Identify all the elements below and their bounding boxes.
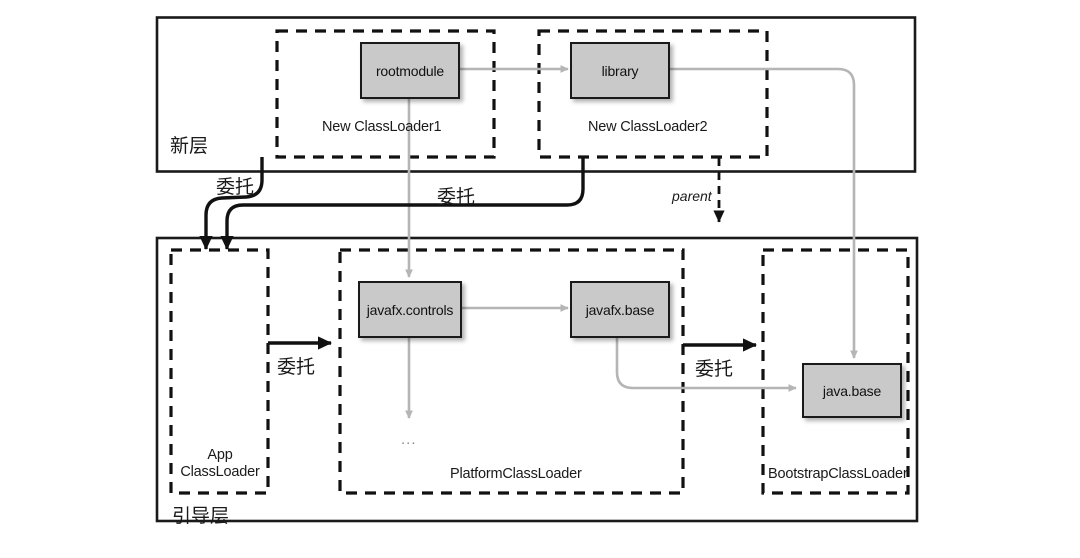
classloader-label-app-classloader: App ClassLoader [177,447,263,481]
module-box-javafx-base[interactable]: javafx.base [570,281,670,338]
edge-delegate-newcl1-to-app [199,157,264,250]
classloader-label-platform-classloader: PlatformClassLoader [450,466,582,482]
module-label-java-base: java.base [822,382,882,399]
edge-label-delegate-app-platform: 委托 [277,356,316,378]
new-layer-boundary [155,16,917,173]
app-classloader-label-line1: App [207,447,233,463]
module-box-java-base[interactable]: java.base [802,363,902,418]
app-classloader-label-line2: ClassLoader [180,464,260,480]
layer-label-new-layer: 新层 [170,135,209,157]
edge-label-delegate-platform-bootstrap: 委托 [695,358,734,380]
edge-label-delegate-newcl2: 委托 [437,186,476,208]
module-label-library: library [601,62,639,79]
edge-label-delegate-newcl1: 委托 [216,176,255,198]
classloader-label-bootstrap-classloader: BootstrapClassLoader [768,466,908,482]
module-box-library[interactable]: library [570,42,670,99]
module-label-javafx-controls: javafx.controls [366,301,454,318]
module-label-more-modules: ... [401,431,417,448]
classloader-label-new-classloader-2: New ClassLoader2 [588,119,708,135]
edge-javafx-base-to-java-base [615,337,797,392]
bootstrap-classloader-boundary [761,248,910,495]
module-box-javafx-controls[interactable]: javafx.controls [358,281,462,338]
module-label-javafx-base: javafx.base [585,301,655,318]
app-classloader-boundary [169,248,270,495]
edge-library-to-java-base [668,67,858,359]
new-classloader-2-boundary [537,29,769,159]
module-box-rootmodule[interactable]: rootmodule [360,42,460,99]
edge-delegate-newcl2-to-app [220,157,585,250]
classloader-label-new-classloader-1: New ClassLoader1 [322,119,442,135]
layer-label-boot-layer: 引导层 [172,505,230,527]
edge-label-parent: parent [672,188,712,204]
module-label-rootmodule: rootmodule [375,62,445,79]
boot-layer-boundary [155,236,919,523]
platform-classloader-boundary [338,248,685,495]
